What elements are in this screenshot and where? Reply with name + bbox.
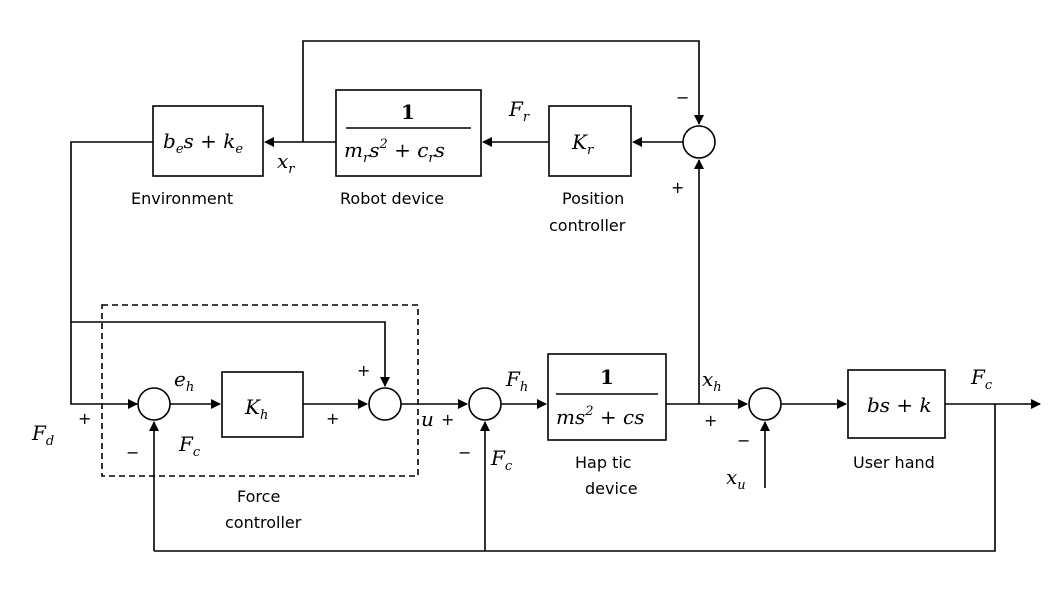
force-sum-plus-sign: + [78, 409, 91, 428]
wire-env-output-to-force-loop [70, 141, 153, 409]
position-sum-plus-sign: + [671, 178, 684, 197]
haptic-sum-junction [468, 387, 502, 421]
label-Fc-force: Fc [178, 432, 201, 460]
environment-block [152, 105, 264, 177]
position-controller-block [548, 105, 632, 177]
haptic-device-numerator: 1 [600, 365, 614, 389]
force-error-sum-junction [137, 387, 171, 421]
haptic-device-caption-2: device [585, 479, 638, 498]
label-Fd: Fd [31, 421, 54, 449]
user-sum-junction [748, 387, 782, 421]
force-controller-caption-1: Force [237, 487, 280, 506]
haptic-sum-minus-sign: − [458, 443, 471, 462]
label-xu: xu [726, 465, 746, 493]
label-xh: xh [702, 367, 722, 395]
user-hand-tf: bs + k [867, 393, 932, 417]
label-Fr: Fr [508, 97, 530, 125]
position-controller-tf: Kr [571, 130, 594, 158]
position-sum-minus-sign: − [676, 88, 689, 107]
robot-device-numerator: 1 [401, 100, 415, 124]
force-output-plus-top-sign: + [357, 361, 370, 380]
user-sum-plus-sign: + [704, 411, 717, 430]
user-hand-block [847, 369, 946, 439]
position-controller-caption-2: controller [549, 216, 626, 235]
label-Fc-output: Fc [970, 365, 993, 393]
robot-device-denominator: mrs2 + crs [344, 137, 445, 166]
force-controller-tf: Kh [244, 395, 268, 423]
robot-device-block [335, 89, 482, 177]
label-u: u [421, 407, 434, 431]
label-xr: xr [277, 149, 295, 177]
robot-device-caption: Robot device [340, 189, 444, 208]
label-Fc-haptic: Fc [490, 446, 513, 474]
force-controller-dashed-boundary [101, 304, 419, 477]
force-sum-minus-sign: − [126, 443, 139, 462]
force-controller-caption-2: controller [225, 513, 302, 532]
environment-tf: bes + ke [163, 129, 243, 157]
haptic-device-denominator: ms2 + cs [556, 404, 644, 429]
wire-xr-feedback [302, 40, 704, 142]
label-Fh: Fh [505, 367, 528, 395]
environment-caption: Environment [131, 189, 233, 208]
force-output-plus-kh-sign: + [326, 409, 339, 428]
haptic-device-block [547, 353, 667, 441]
position-sum-junction [682, 125, 716, 159]
force-controller-block [221, 371, 304, 438]
position-controller-caption-1: Position [562, 189, 624, 208]
wire-fc-feedback-bottom [154, 404, 996, 552]
wire-feedforward-to-sum [71, 321, 390, 387]
label-eh: eh [174, 367, 194, 395]
force-output-sum-junction [368, 387, 402, 421]
haptic-device-caption-1: Hap tic [575, 453, 632, 472]
haptic-sum-plus-sign: + [441, 410, 454, 429]
user-hand-caption: User hand [853, 453, 935, 472]
user-sum-minus-sign: − [737, 431, 750, 450]
